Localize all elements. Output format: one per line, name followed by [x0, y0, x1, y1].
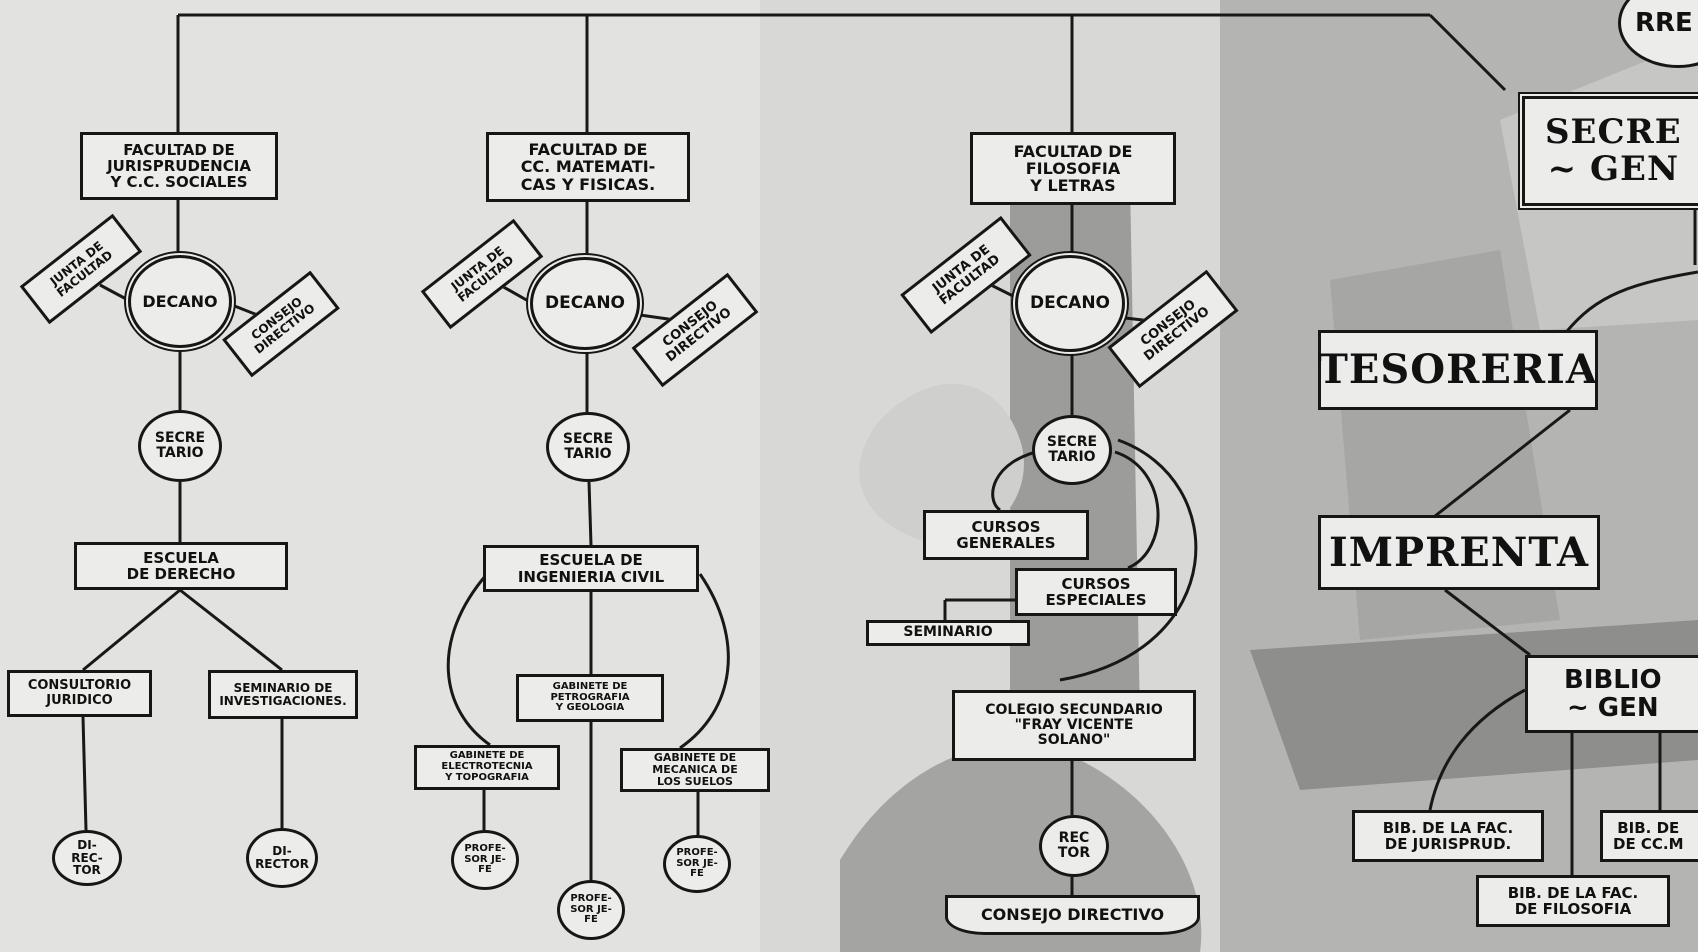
imprenta-box: IMPRENTA	[1318, 515, 1600, 590]
consultorio-juridico-box: CONSULTORIO JURIDICO	[7, 670, 152, 717]
seminario-investigaciones-box: SEMINARIO DE INVESTIGACIONES.	[208, 670, 358, 719]
consejo-directivo-banner: CONSEJO DIRECTIVO	[945, 895, 1200, 935]
decano-3-circle: DECANO	[1015, 255, 1125, 352]
decano-1-circle: DECANO	[128, 255, 232, 348]
director-1-circle: DI- REC- TOR	[52, 830, 122, 886]
director-2-circle: DI- RECTOR	[246, 828, 318, 888]
secretaria-general-box: SECRE ~ GEN	[1522, 96, 1698, 206]
gabinete-electrotecnia-box: GABINETE DE ELECTROTECNIA Y TOPOGRAFIA	[414, 745, 560, 790]
secretario-2-circle: SECRE TARIO	[546, 412, 630, 482]
gabinete-mecanica-suelos-box: GABINETE DE MECANICA DE LOS SUELOS	[620, 748, 770, 792]
cursos-generales-box: CURSOS GENERALES	[923, 510, 1089, 560]
profesor-jefe-2-circle: PROFE- SOR JE- FE	[557, 880, 625, 940]
profesor-jefe-3-circle: PROFE- SOR JE- FE	[663, 835, 731, 893]
colegio-secundario-box: COLEGIO SECUNDARIO "FRAY VICENTE SOLANO"	[952, 690, 1196, 761]
profesor-jefe-1-circle: PROFE- SOR JE- FE	[451, 830, 519, 890]
biblioteca-general-box: BIBLIO ~ GEN	[1525, 655, 1698, 733]
facultad-jurisprudencia-box: FACULTAD DE JURISPRUDENCIA Y C.C. SOCIAL…	[80, 132, 278, 200]
decano-2-circle: DECANO	[530, 257, 640, 350]
cursos-especiales-box: CURSOS ESPECIALES	[1015, 568, 1177, 616]
bib-jurisprudencia-box: BIB. DE LA FAC. DE JURISPRUD.	[1352, 810, 1544, 862]
facultad-matematicas-box: FACULTAD DE CC. MATEMATI- CAS Y FISICAS.	[486, 132, 690, 202]
secretario-3-circle: SECRE TARIO	[1032, 415, 1112, 485]
bib-ciencias-box: BIB. DE DE CC.M	[1600, 810, 1698, 862]
seminario-box: SEMINARIO	[866, 620, 1030, 646]
escuela-ingenieria-civil-box: ESCUELA DE INGENIERIA CIVIL	[483, 545, 699, 592]
gabinete-petrografia-box: GABINETE DE PETROGRAFIA Y GEOLOGIA	[516, 674, 664, 722]
tesoreria-box: TESORERIA	[1318, 330, 1598, 410]
bib-filosofia-box: BIB. DE LA FAC. DE FILOSOFIA	[1476, 875, 1670, 927]
rector-circle: REC TOR	[1039, 815, 1109, 877]
escuela-derecho-box: ESCUELA DE DERECHO	[74, 542, 288, 590]
secretario-1-circle: SECRE TARIO	[138, 410, 222, 482]
facultad-filosofia-box: FACULTAD DE FILOSOFIA Y LETRAS	[970, 132, 1176, 205]
